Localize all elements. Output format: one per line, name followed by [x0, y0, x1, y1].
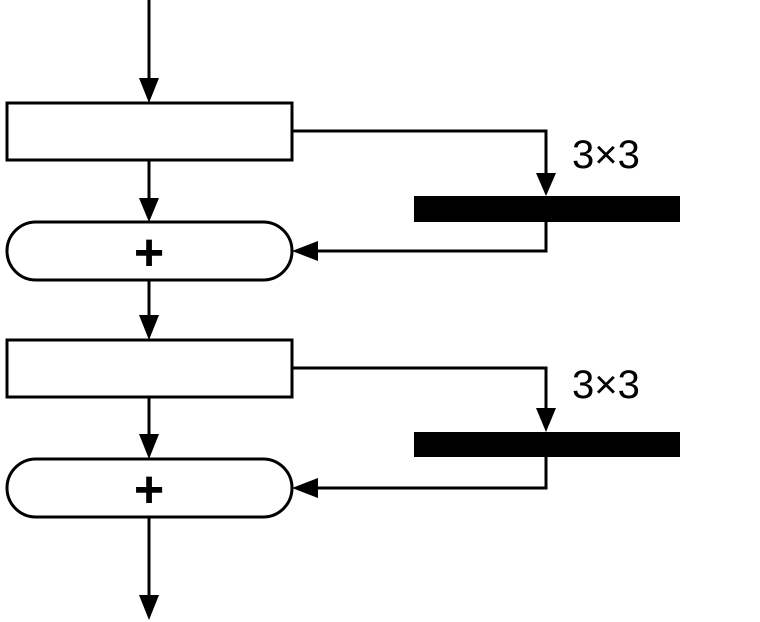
skip-branch-2 [292, 366, 556, 432]
layer-box-1 [5, 101, 294, 162]
main-arrow-2 [139, 280, 159, 340]
merge-branch-2 [292, 457, 548, 498]
conv-bar-2 [414, 432, 680, 457]
input-arrow [139, 0, 159, 103]
output-arrow [139, 517, 159, 620]
merge-branch-1 [292, 222, 548, 261]
layer-box-2 [5, 338, 294, 399]
add-symbol-1: + [134, 224, 164, 282]
add-symbol-2: + [134, 461, 164, 519]
main-arrow-3 [139, 397, 159, 459]
main-arrow-1 [139, 160, 159, 222]
skip-branch-1 [292, 129, 556, 196]
stage-1: 3×3 + [5, 101, 680, 340]
stage-2: 3×3 + [5, 338, 680, 519]
kernel-size-label-1: 3×3 [572, 133, 640, 177]
conv-bar-1 [414, 196, 680, 222]
kernel-size-label-2: 3×3 [572, 363, 640, 407]
